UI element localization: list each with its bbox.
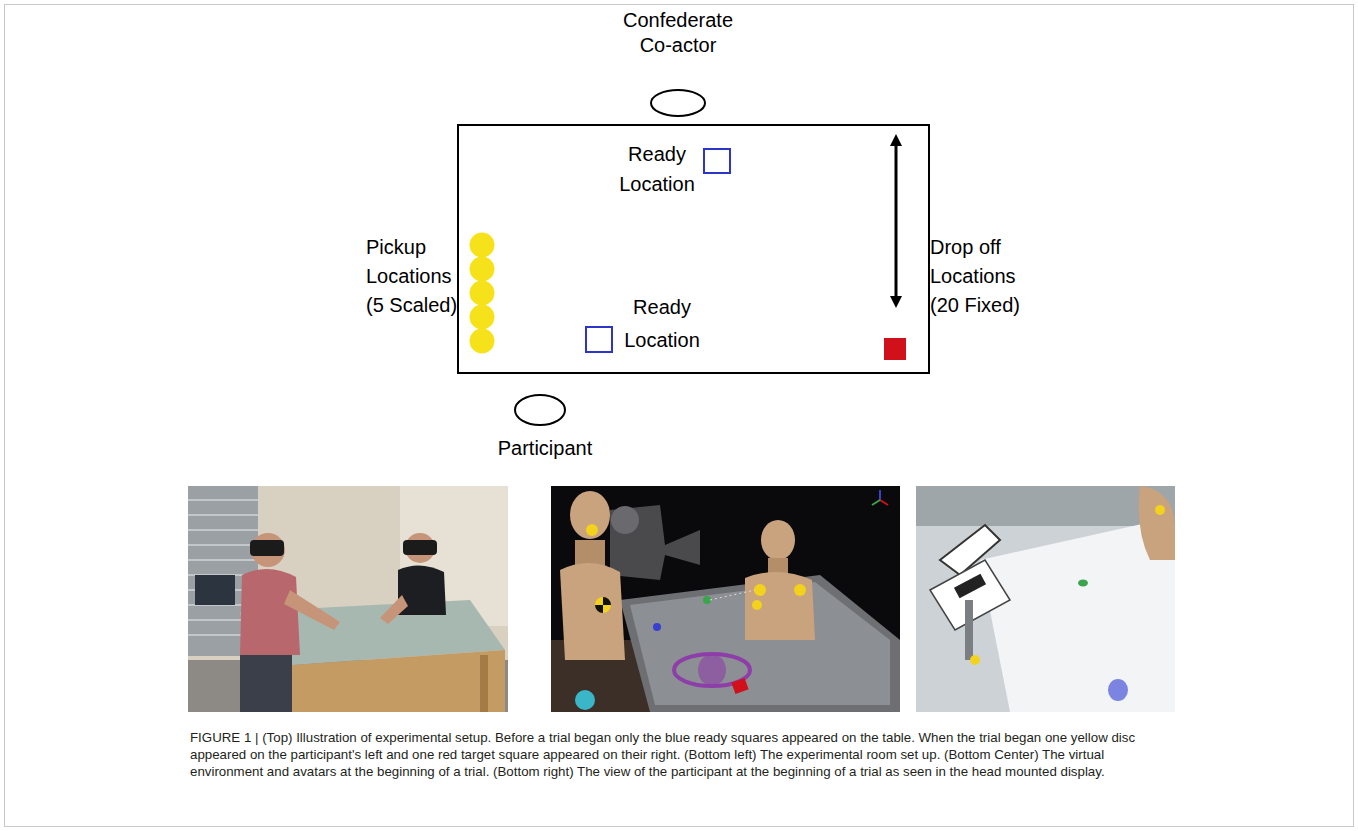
figure-frame xyxy=(5,5,1354,827)
participant-label: Participant xyxy=(480,435,610,461)
drop-off-label: Drop off Locations (20 Fixed) xyxy=(930,233,1040,320)
room-photo xyxy=(188,486,508,712)
pickup-discs xyxy=(470,233,495,354)
double-arrow xyxy=(895,140,898,302)
location-label: Ready Location xyxy=(614,291,710,357)
virtual-environment-render xyxy=(551,486,900,712)
coactor-label: Confederate Co-actor xyxy=(613,8,743,58)
ready-square xyxy=(586,327,612,352)
table-outline: Ready LocationReady Location xyxy=(457,124,930,374)
drop-off-arrow xyxy=(896,140,897,302)
location-label: Ready Location xyxy=(609,139,705,199)
figure-caption: FIGURE 1 | (Top) Illustration of experim… xyxy=(190,729,1175,780)
participant-seat xyxy=(515,395,565,425)
ready-square xyxy=(704,149,730,173)
pickup-label: Pickup Locations (5 Scaled) xyxy=(366,233,462,320)
coactor-seat xyxy=(651,90,705,116)
head-mounted-display-view xyxy=(916,486,1175,712)
target-square xyxy=(884,338,906,360)
